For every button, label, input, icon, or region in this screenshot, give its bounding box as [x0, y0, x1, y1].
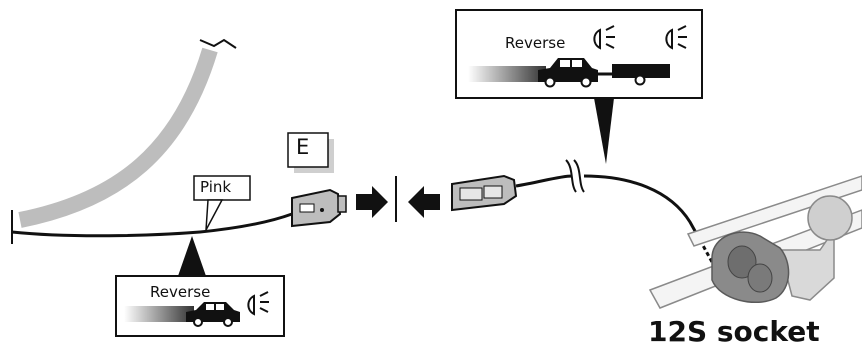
left-connector	[291, 188, 347, 228]
connector-id-label: E	[296, 135, 310, 159]
trailer-wire	[515, 159, 714, 263]
wire-color-tag	[193, 175, 251, 231]
reverse-label-bottom: Reverse	[150, 283, 211, 301]
right-connector	[451, 174, 518, 212]
headlight-beam-icon	[247, 291, 269, 316]
reverse-label-top: Reverse	[505, 34, 566, 52]
car-reversing-icon	[538, 58, 598, 88]
headlight-beam-icon	[665, 25, 687, 50]
reverse-callout-top	[455, 9, 703, 164]
vehicle-harness	[18, 38, 237, 228]
headlight-beam-icon	[593, 25, 615, 50]
car-reversing-icon	[186, 302, 240, 327]
pink-wire	[11, 210, 293, 244]
connect-arrows-icon	[356, 176, 440, 222]
12s-socket	[711, 231, 790, 303]
trailer-icon	[598, 64, 670, 86]
connector-id-box	[287, 132, 334, 173]
socket-name-label: 12S socket	[648, 315, 820, 348]
wire-color-label: Pink	[200, 178, 232, 196]
reverse-callout-bottom	[115, 236, 285, 337]
